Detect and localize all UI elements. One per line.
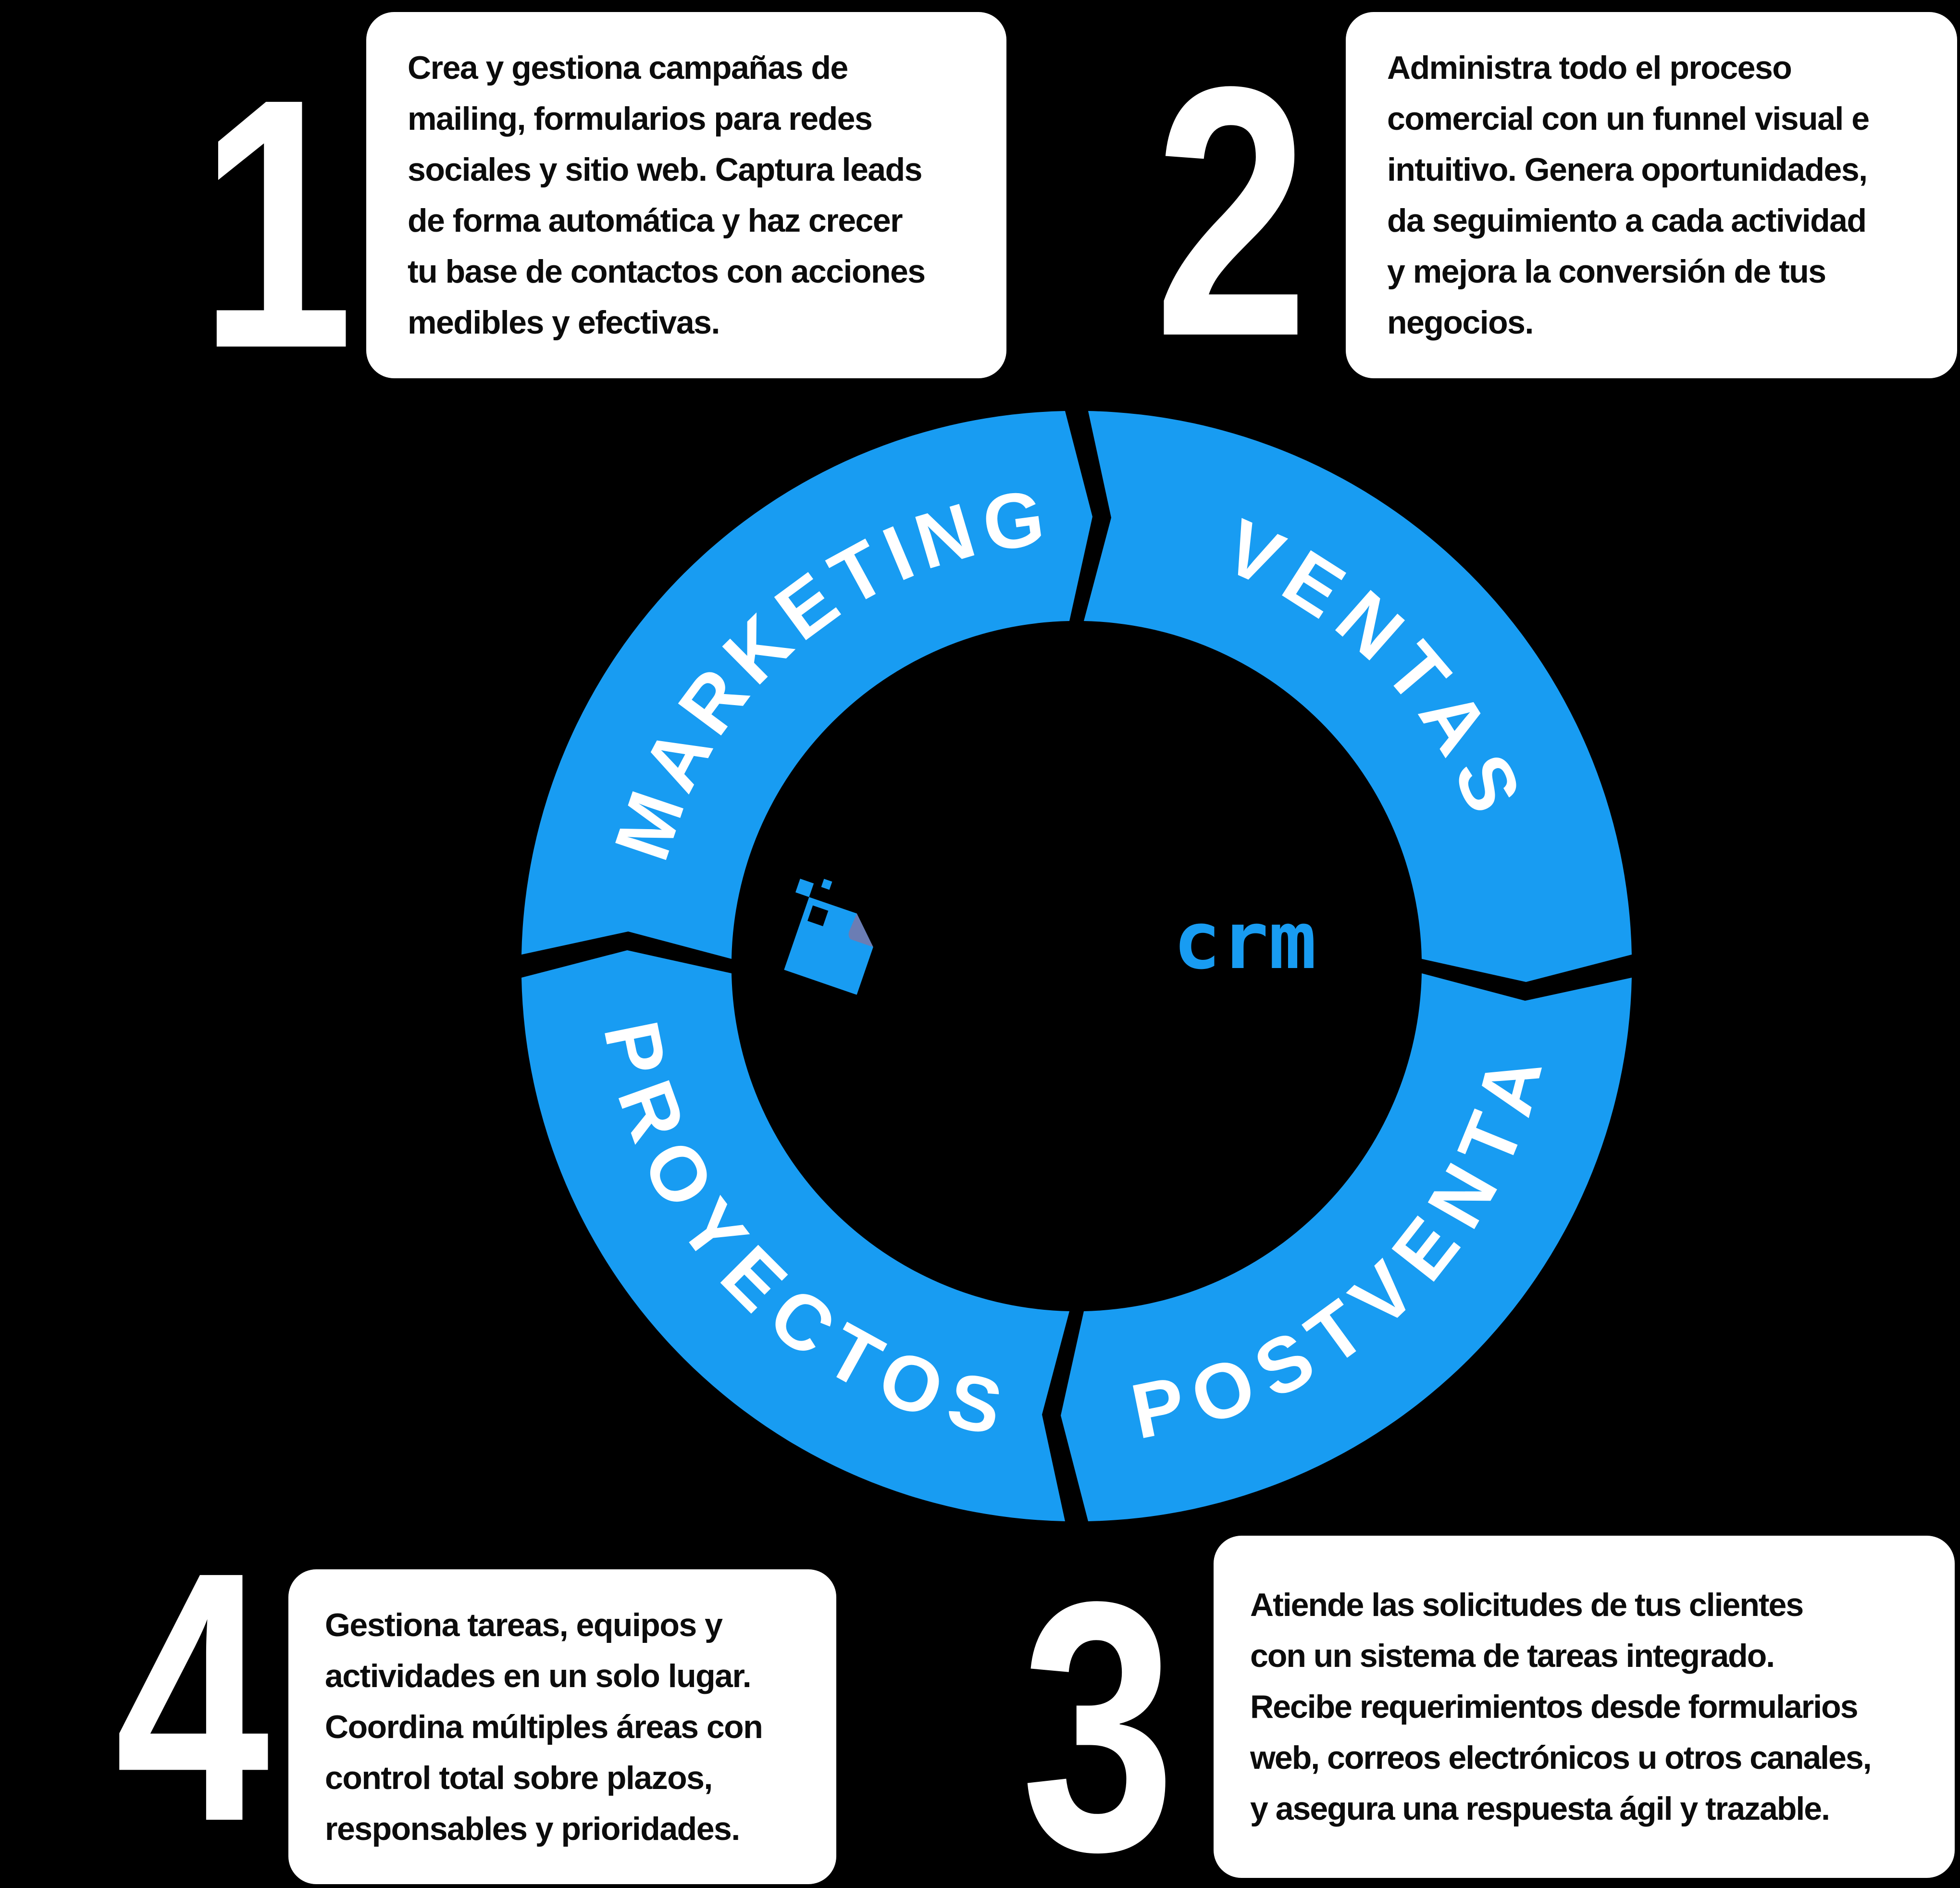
card-text-line: Crea y gestiona campañas de — [408, 50, 848, 86]
card-text-line: y asegura una respuesta ágil y trazable. — [1250, 1790, 1830, 1827]
card-text-line: con un sistema de tareas integrado. — [1250, 1638, 1775, 1674]
step-4-number: 4 — [115, 1498, 270, 1888]
folded-corner — [848, 913, 873, 947]
card-text-line: intuitivo. Genera oportunidades, — [1387, 151, 1868, 188]
pixel-square — [795, 879, 814, 897]
ring-segment-postventa — [1061, 973, 1632, 1521]
card-text-line: de forma automática y haz crecer — [408, 202, 903, 239]
crm-logo-text: crm — [1173, 894, 1316, 987]
step-2-number: 2 — [1154, 12, 1309, 410]
card-text-line: control total sobre plazos, — [325, 1759, 713, 1796]
card-text-line: Recibe requerimientos desde formularios — [1250, 1689, 1859, 1725]
card-text-line: y mejora la conversión de tus — [1387, 253, 1826, 290]
card-text-line: comercial con un funnel visual e — [1387, 100, 1870, 137]
ring-segment-proyectos — [521, 950, 1069, 1521]
card-text-line: Coordina múltiples áreas con — [325, 1708, 763, 1745]
pixel-notch — [807, 905, 829, 926]
card-text-line: sociales y sitio web. Captura leads — [408, 151, 922, 188]
step-3-number: 3 — [1021, 1528, 1176, 1888]
card-text-line: Gestiona tareas, equipos y — [325, 1606, 723, 1643]
card-text-line: actividades en un solo lugar. — [325, 1657, 752, 1694]
note-with-folded-corner-icon — [784, 879, 873, 995]
step-4-card: Gestiona tareas, equipos y actividades e… — [288, 1569, 836, 1884]
pixel-square-small — [821, 879, 832, 890]
card-text-line: web, correos electrónicos u otros canale… — [1250, 1739, 1872, 1776]
card-text-line: tu base de contactos con acciones — [408, 253, 926, 290]
step-2-card: Administra todo el proceso comercial con… — [1346, 12, 1957, 378]
card-text-line: mailing, formularios para redes — [408, 100, 873, 137]
card-text-line: negocios. — [1387, 304, 1534, 341]
step-1-card: Crea y gestiona campañas de mailing, for… — [366, 12, 1006, 378]
ring-segment-marketing — [521, 411, 1092, 959]
card-text-line: da seguimiento a cada actividad — [1387, 202, 1867, 239]
card-text-line: Atiende las solicitudes de tus clientes — [1250, 1587, 1804, 1623]
step-1-number: 1 — [199, 25, 354, 422]
card-text-line: Administra todo el proceso — [1387, 50, 1792, 86]
card-text-line: responsables y prioridades. — [325, 1810, 740, 1847]
ring-segment-ventas — [1084, 411, 1632, 982]
step-3-card: Atiende las solicitudes de tus clientes … — [1214, 1536, 1955, 1878]
card-text-line: medibles y efectivas. — [408, 304, 720, 341]
